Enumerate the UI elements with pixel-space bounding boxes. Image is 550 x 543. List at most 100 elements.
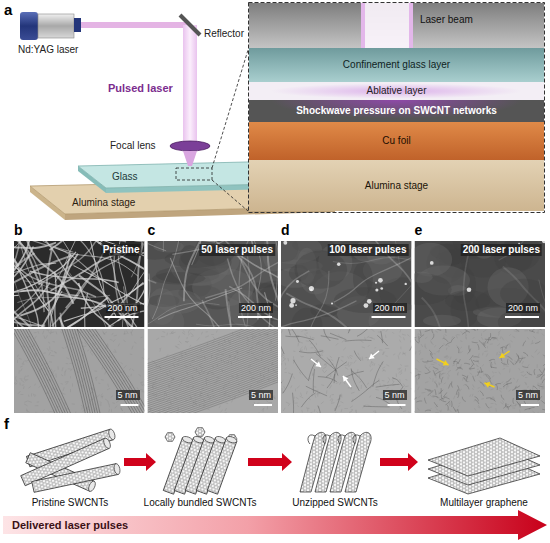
graphene-fringe xyxy=(473,356,479,358)
lattice-noise xyxy=(446,356,449,357)
nanotube-strand xyxy=(281,271,309,327)
unzipped-fringe xyxy=(286,329,299,342)
lattice-noise xyxy=(454,396,455,399)
lattice-noise xyxy=(18,391,20,394)
lattice-noise xyxy=(503,382,506,385)
surface-blotch xyxy=(415,272,433,283)
tube-end xyxy=(108,428,117,440)
graphene-fringe xyxy=(435,389,436,395)
lattice-noise xyxy=(528,364,530,367)
lattice-noise xyxy=(104,332,107,334)
pointer-arrow xyxy=(369,351,379,359)
unzipped-fringe xyxy=(346,371,364,377)
unzipped-fringe xyxy=(299,351,323,353)
lattice-noise xyxy=(435,369,438,371)
lattice-noise xyxy=(362,406,364,409)
lattice-noise xyxy=(61,375,63,376)
tem-background xyxy=(14,329,145,413)
lattice-noise xyxy=(185,341,188,342)
lattice-noise xyxy=(437,350,440,352)
lattice-noise xyxy=(349,364,352,367)
lattice-noise xyxy=(489,407,492,409)
nanotube-strand xyxy=(148,241,164,256)
focused-beam xyxy=(183,151,197,166)
graphene-fringe xyxy=(515,359,518,364)
lattice-noise xyxy=(512,407,515,408)
lattice-noise xyxy=(331,394,334,395)
lattice-noise xyxy=(509,369,510,373)
surface-particle xyxy=(467,287,472,292)
graphene-fringe xyxy=(486,403,490,408)
lattice-noise xyxy=(447,367,450,369)
lattice-noise xyxy=(301,330,303,332)
lattice-noise xyxy=(362,347,365,348)
lattice-noise xyxy=(46,329,49,331)
lattice-noise xyxy=(458,405,459,407)
graphene-fringe xyxy=(419,330,421,336)
lattice-noise xyxy=(82,346,86,347)
lattice-noise xyxy=(379,349,382,350)
lattice-noise xyxy=(365,357,367,358)
lattice-noise xyxy=(33,394,35,397)
lattice-noise xyxy=(223,412,226,413)
laser-body xyxy=(38,14,74,38)
lattice-noise xyxy=(111,409,112,412)
lattice-noise xyxy=(425,382,428,383)
lattice-noise xyxy=(494,360,496,364)
scale-bar xyxy=(505,316,539,318)
lattice-noise xyxy=(524,330,527,331)
stage-caption: Multilayer graphene xyxy=(440,497,528,509)
graphene-fringe xyxy=(434,402,438,407)
nanotube-strand xyxy=(20,290,107,307)
lattice-noise xyxy=(330,374,331,377)
lattice-noise xyxy=(287,358,289,361)
zoom-region xyxy=(176,168,212,180)
lattice-noise xyxy=(388,377,390,380)
unzipped-fringe xyxy=(318,406,320,413)
lattice-noise xyxy=(20,366,22,367)
lattice-noise xyxy=(301,393,302,396)
lattice-noise xyxy=(330,398,332,401)
tube-end xyxy=(225,435,237,444)
scale-bar-label: 5 nm xyxy=(516,390,540,400)
lattice-noise xyxy=(213,337,215,340)
surface-particle xyxy=(380,287,383,290)
graphene-fringe xyxy=(529,331,535,333)
tube-wall-fringe xyxy=(148,329,279,389)
tube-wall-fringe xyxy=(148,361,279,413)
graphene-fringe xyxy=(490,378,493,383)
lattice-noise xyxy=(525,377,527,378)
lattice-noise xyxy=(26,409,28,412)
tube-wall-fringe xyxy=(14,329,71,413)
lattice-noise xyxy=(475,375,477,376)
lattice-noise xyxy=(499,390,501,393)
pointer-arrow xyxy=(437,359,449,365)
surface-blotch xyxy=(415,243,453,277)
scale-bar-label: 5 nm xyxy=(382,390,406,400)
inset-frame xyxy=(249,3,545,213)
lattice-noise xyxy=(123,333,126,334)
tube-wall-fringe xyxy=(148,329,279,391)
lattice-noise xyxy=(321,402,324,404)
lattice-noise xyxy=(311,347,314,348)
lattice-noise xyxy=(403,384,405,387)
component-label: Nd:YAG laser xyxy=(18,44,78,56)
lattice-noise xyxy=(291,385,292,388)
graphene-fringe xyxy=(473,360,479,361)
graphene-fringe xyxy=(496,384,498,390)
lattice-noise xyxy=(24,379,26,380)
lattice-noise xyxy=(55,331,57,334)
lattice-noise xyxy=(434,345,436,347)
lattice-noise xyxy=(399,352,401,355)
lattice-noise xyxy=(39,386,41,388)
graphene-fringe xyxy=(501,362,507,364)
lattice-noise xyxy=(432,378,433,382)
lattice-noise xyxy=(66,363,68,364)
graphene-fringe xyxy=(462,375,467,378)
lattice-noise xyxy=(97,395,100,397)
lattice-noise xyxy=(100,401,102,403)
lattice-noise xyxy=(361,385,362,389)
surface-particle xyxy=(331,302,333,304)
lattice-noise xyxy=(405,365,408,366)
lattice-noise xyxy=(449,402,451,405)
